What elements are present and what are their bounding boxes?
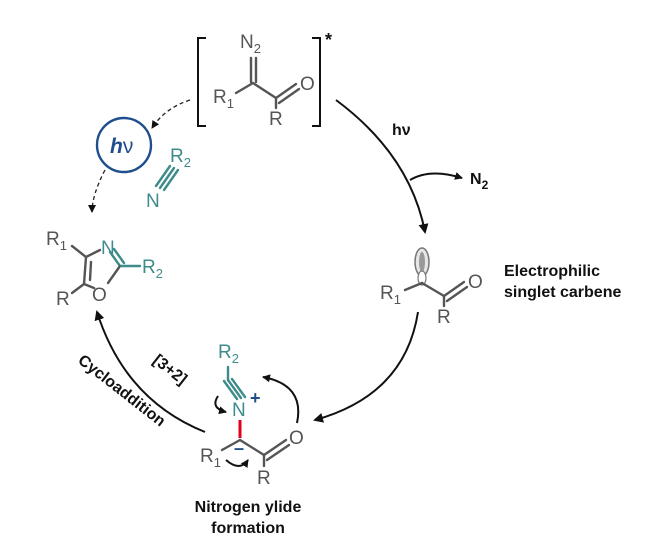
- carbene-label-line1: Electrophilic: [504, 263, 600, 280]
- diazo-excited-state: * N2 R1 O R: [197, 30, 332, 130]
- bond-c-co: [251, 81, 278, 100]
- diazo-r1-label: R1: [213, 87, 234, 111]
- carbene-r1-label: R1: [380, 283, 401, 307]
- bracket-left: [197, 37, 206, 127]
- ylide-co-a: [262, 438, 288, 457]
- oxazole-bond-r: [70, 282, 86, 295]
- ylide-triple-c: [230, 377, 247, 399]
- ylide-minus-charge: –: [234, 438, 244, 458]
- ring-c5-c4-double: [88, 260, 93, 282]
- ylide-triple-b: [226, 378, 243, 400]
- hv-circle: [95, 116, 153, 174]
- oxazole-r-label: R: [56, 289, 70, 310]
- ring-n3-c2-double: [112, 247, 126, 265]
- ylide-r2-label: R2: [218, 342, 239, 366]
- nitrile-n-label: N: [146, 191, 160, 212]
- oxazole-product: N O R1 R2 R: [46, 229, 163, 310]
- nitrile-triple-b: [158, 166, 176, 190]
- photolysis-arrow: [335, 99, 429, 234]
- ring-c2-o1: [106, 264, 122, 285]
- carbene-co-b: [445, 285, 469, 303]
- cycloaddition-bracket-label: [3+2]: [150, 352, 190, 389]
- oxazole-r2-label: R2: [142, 257, 163, 281]
- electron-arrow-anion: [225, 459, 249, 469]
- ylide-plus-charge: +: [250, 388, 261, 408]
- bracket-right: [312, 37, 321, 127]
- ylide-bond-r1: [220, 438, 242, 452]
- nitrogen-ylide: R2 N + – R1 O R: [200, 342, 304, 489]
- ylide-triple-a: [222, 379, 239, 401]
- photocatalysis-inset: hν R2 N: [88, 99, 191, 213]
- ylide-bond-co: [238, 438, 266, 457]
- carbene-o-label: O: [468, 272, 483, 293]
- nitrile-triple-a: [154, 164, 172, 188]
- ring-c5-c4: [82, 255, 88, 286]
- oxazole-o-label: O: [92, 285, 107, 306]
- ring-o1-c5: [82, 282, 96, 290]
- carbene-bond-co: [420, 281, 446, 298]
- carbene-r-label: R: [437, 307, 451, 328]
- dashed-arrow-to-oxazole: [88, 169, 106, 213]
- bond-co-a: [274, 82, 298, 100]
- ylide-r-label: R: [257, 468, 271, 489]
- photolysis-step: hν N2: [335, 99, 489, 234]
- electron-arrow-o-to-c: [262, 374, 300, 424]
- nitrile-r2-label: R2: [170, 146, 191, 170]
- n2-release-arrow: [409, 172, 463, 181]
- ylide-label-line1: Nitrogen ylide: [195, 499, 302, 516]
- electron-arrow-triple-to-n: [214, 395, 227, 415]
- carbene-label-line2: singlet carbene: [504, 284, 621, 301]
- cycloaddition-arrow: [94, 310, 206, 433]
- carbene-orbital-core: [419, 252, 425, 272]
- excited-star: *: [325, 30, 332, 50]
- hv-circle-label: hν: [110, 135, 133, 158]
- bond-co-b: [277, 87, 301, 105]
- ylide-n-label: N: [232, 400, 246, 421]
- diazo-o-label: O: [300, 74, 315, 95]
- diazo-n-label: N2: [240, 32, 261, 56]
- diazo-r-label: R: [269, 109, 283, 130]
- ylide-co-b: [265, 443, 291, 462]
- n2-product-label: N2: [470, 171, 489, 192]
- ylide-label-line2: formation: [211, 520, 285, 537]
- ylide-o-label: O: [289, 428, 304, 449]
- dashed-arrow-to-hv: [151, 99, 191, 129]
- singlet-carbene: R1 O R: [380, 247, 483, 328]
- bond-c-r1: [234, 81, 255, 95]
- oxazole-n-label: N: [101, 238, 115, 259]
- ring-c4-n3: [84, 248, 102, 259]
- ylide-r1-label: R1: [200, 446, 221, 470]
- oxazole-bond-r1: [70, 244, 88, 259]
- ylide-formation-arrow: [313, 311, 419, 423]
- oxazole-r1-label: R1: [46, 229, 67, 253]
- nitrile-triple-c: [162, 168, 180, 192]
- hv-label: hν: [392, 122, 411, 139]
- carbene-co-a: [442, 280, 466, 298]
- carbene-bond-r1: [403, 281, 424, 292]
- carbene-orbital-lower: [417, 270, 427, 286]
- ring-n3-c2: [108, 250, 122, 268]
